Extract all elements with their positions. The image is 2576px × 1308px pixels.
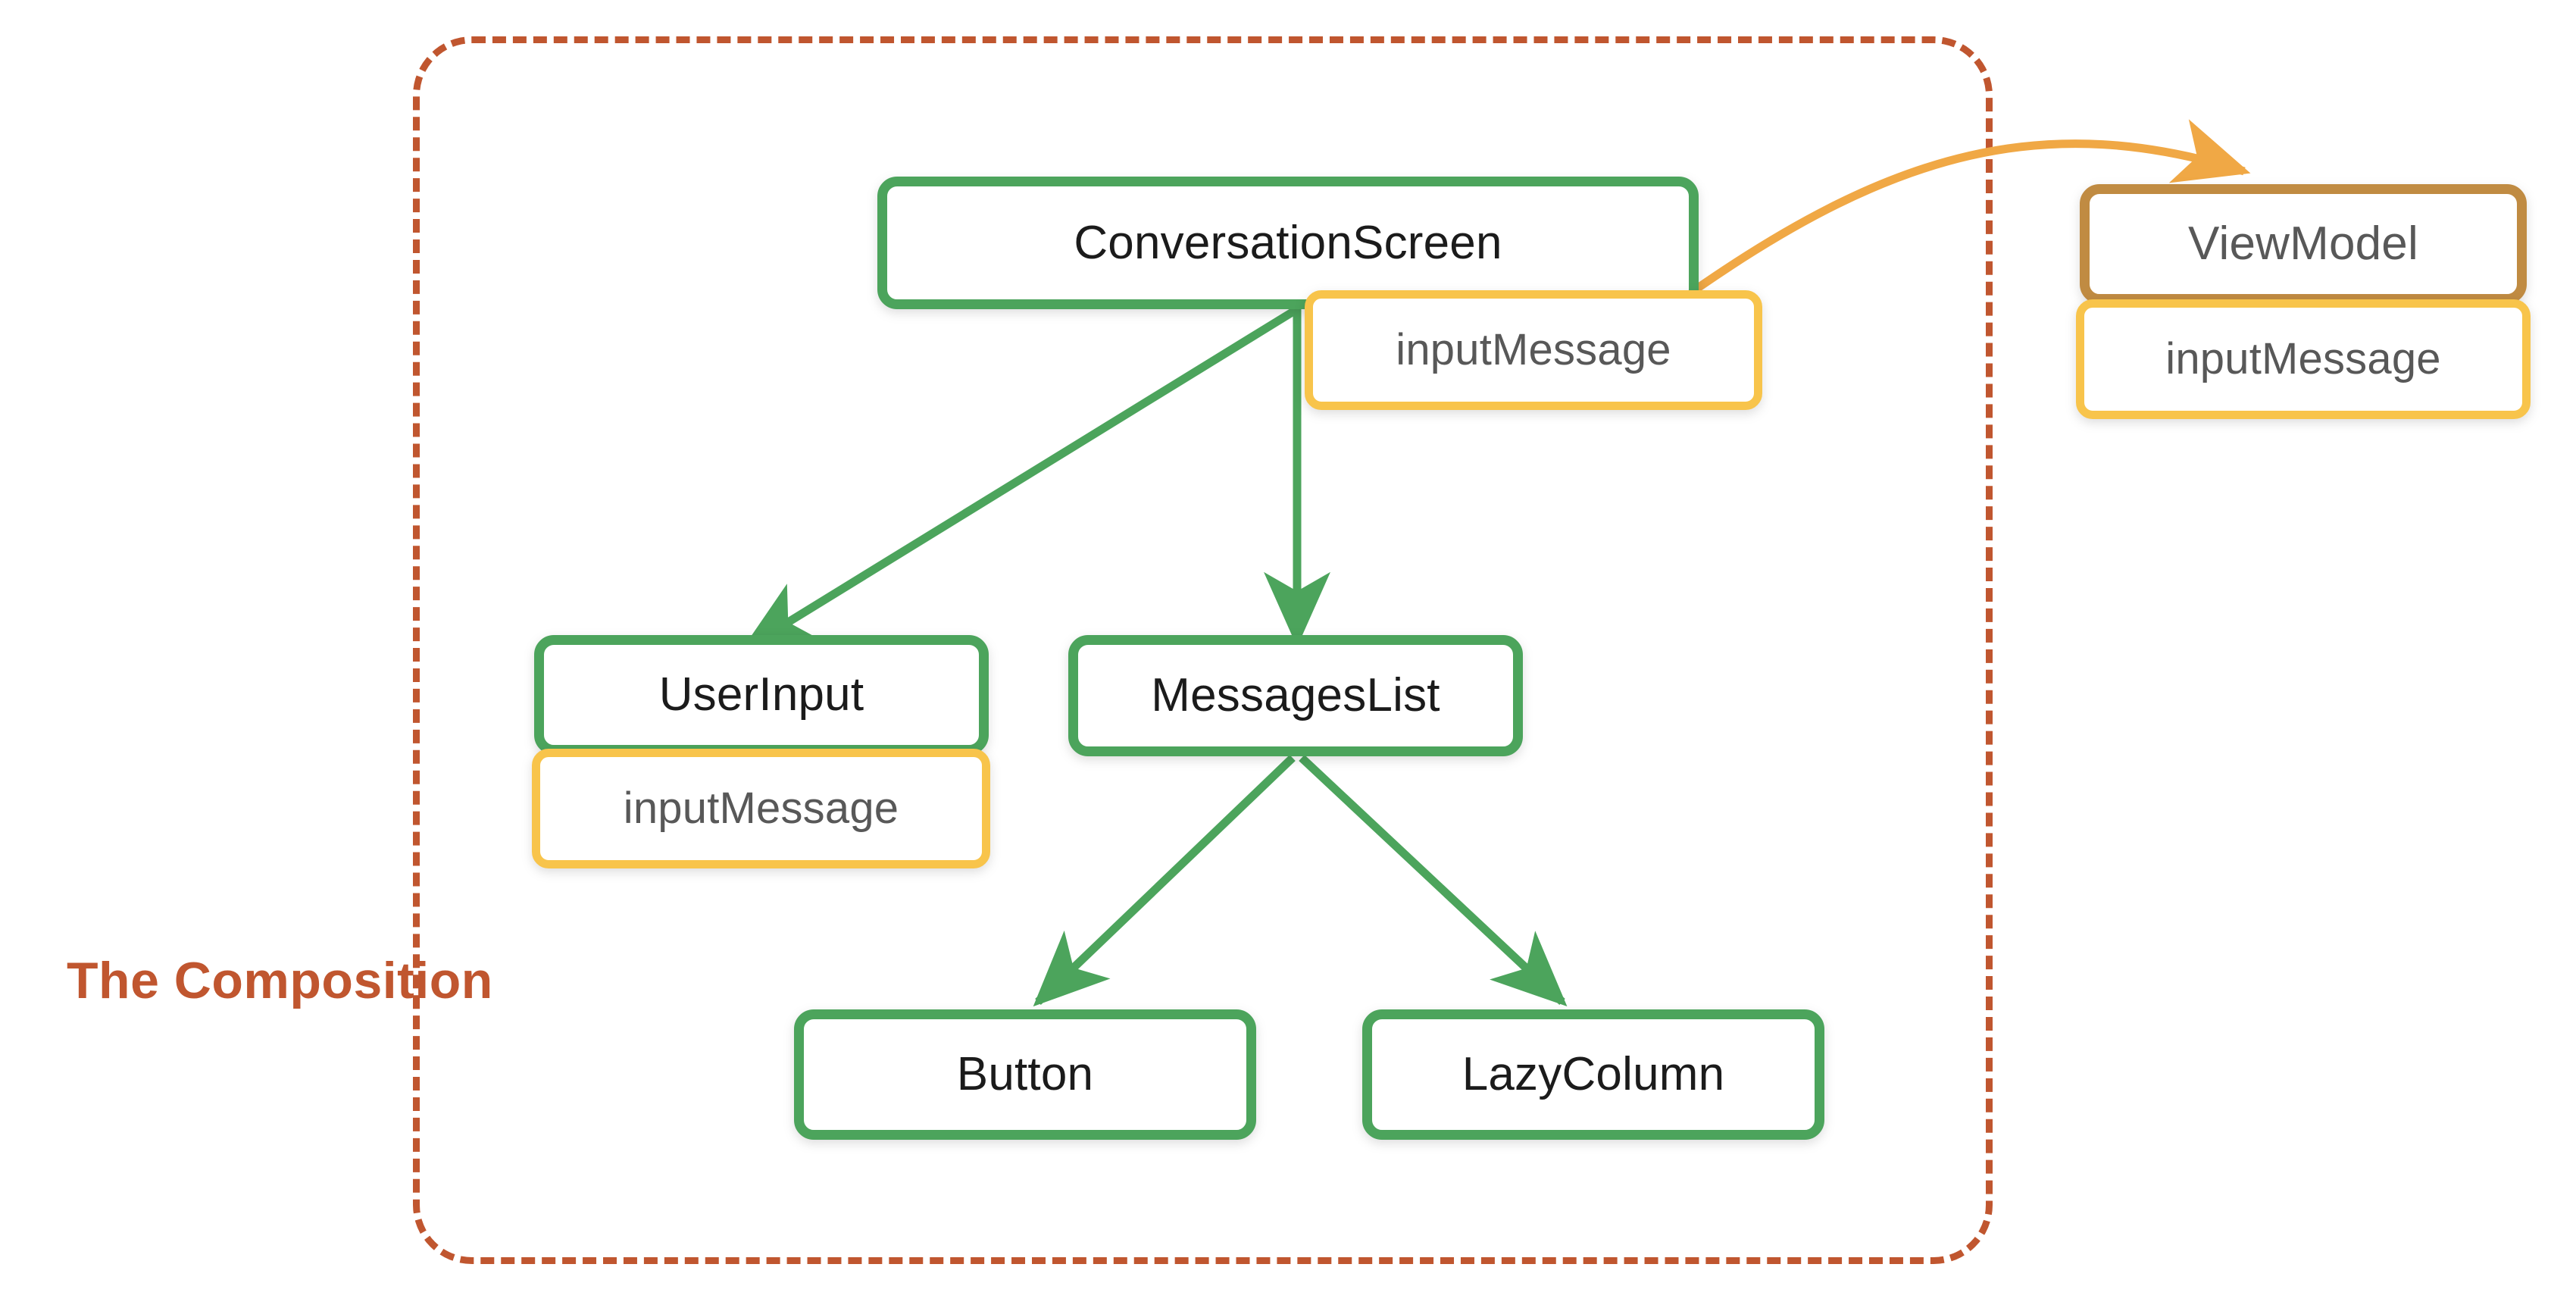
composition-boundary (413, 36, 1993, 1264)
node-messageslist-label: MessagesList (1151, 669, 1440, 721)
state-chip-conversationscreen-label: inputMessage (1396, 325, 1671, 374)
node-userinput-label: UserInput (658, 668, 864, 721)
node-lazycolumn-label: LazyColumn (1462, 1048, 1725, 1100)
state-chip-userinput-inputmessage[interactable]: inputMessage (532, 749, 990, 868)
node-conversationscreen-label: ConversationScreen (1074, 216, 1502, 269)
node-viewmodel[interactable]: ViewModel (2080, 184, 2527, 304)
node-button-label: Button (956, 1048, 1094, 1100)
node-button[interactable]: Button (794, 1009, 1256, 1140)
state-chip-viewmodel-label: inputMessage (2165, 334, 2441, 383)
node-lazycolumn[interactable]: LazyColumn (1362, 1009, 1824, 1140)
state-chip-viewmodel-inputmessage[interactable]: inputMessage (2076, 299, 2531, 419)
node-userinput[interactable]: UserInput (534, 635, 989, 755)
state-chip-userinput-label: inputMessage (623, 784, 899, 833)
state-chip-conversationscreen-inputmessage[interactable]: inputMessage (1305, 290, 1762, 410)
node-viewmodel-label: ViewModel (2188, 217, 2418, 270)
node-conversationscreen[interactable]: ConversationScreen (877, 177, 1699, 309)
node-messageslist[interactable]: MessagesList (1068, 635, 1523, 756)
composition-caption: The Composition (67, 952, 493, 1009)
